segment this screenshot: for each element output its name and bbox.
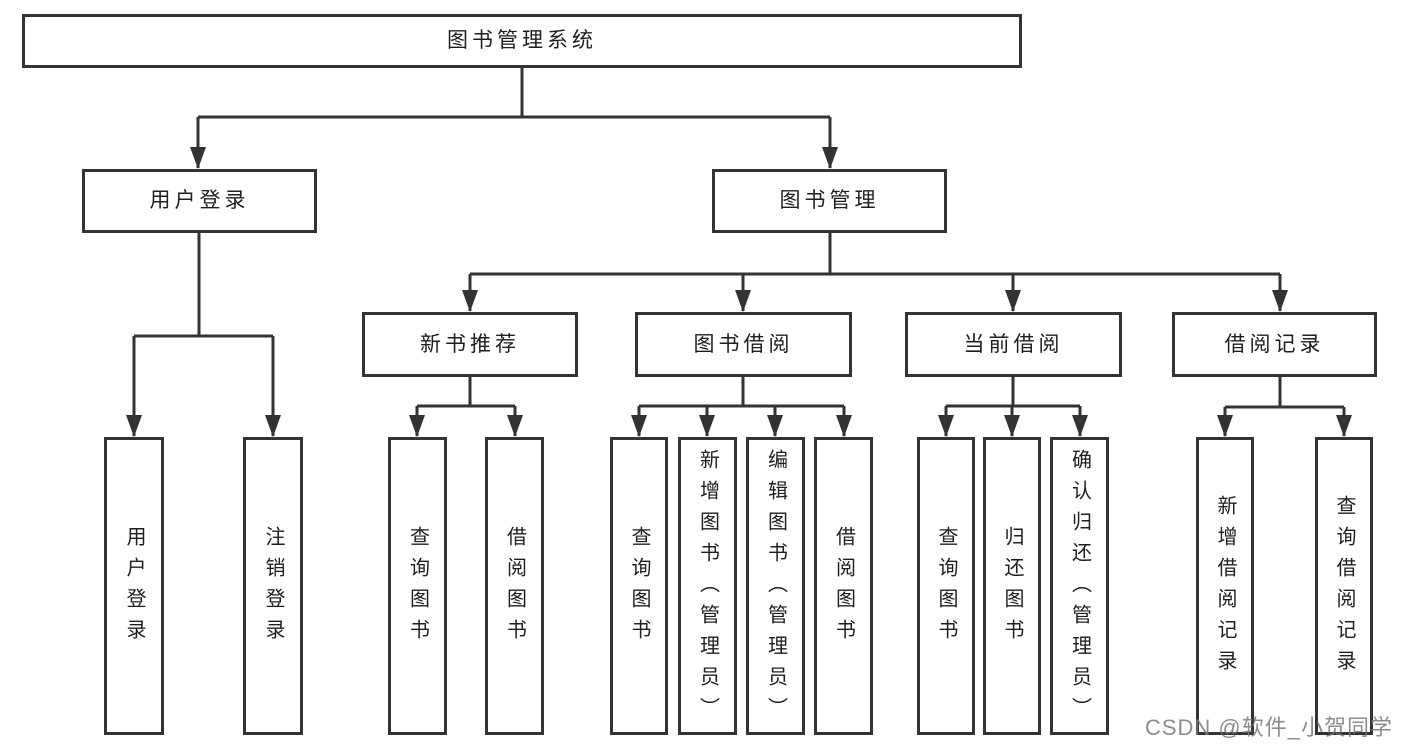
leaf-query-books-recommend: 查询图书 — [388, 437, 447, 735]
leaf-borrow-books-recommend: 借阅图书 — [485, 437, 544, 735]
node-user-login-branch: 用户登录 — [82, 169, 317, 233]
leaf-return-books: 归还图书 — [983, 437, 1041, 735]
leaf-query-books-borrow: 查询图书 — [610, 437, 668, 735]
leaf-edit-books-admin: 编辑图书（管理员） — [746, 437, 805, 735]
leaf-confirm-return-admin: 确认归还（管理员） — [1050, 437, 1109, 735]
node-book-borrow: 图书借阅 — [635, 312, 852, 377]
leaf-add-books-admin: 新增图书（管理员） — [678, 437, 737, 735]
leaf-add-borrow-record: 新增借阅记录 — [1196, 437, 1254, 735]
leaf-query-books-current: 查询图书 — [917, 437, 975, 735]
leaf-user-login: 用户登录 — [104, 437, 164, 735]
node-current-borrow: 当前借阅 — [905, 312, 1122, 377]
leaf-logout: 注销登录 — [243, 437, 303, 735]
node-root-system: 图书管理系统 — [22, 14, 1022, 68]
node-book-management-branch: 图书管理 — [712, 169, 947, 233]
watermark: CSDN @软件_小贺同学 — [1144, 715, 1393, 740]
node-new-book-recommend: 新书推荐 — [362, 312, 578, 377]
leaf-borrow-books: 借阅图书 — [814, 437, 873, 735]
node-borrow-records: 借阅记录 — [1172, 312, 1377, 377]
leaf-query-borrow-record: 查询借阅记录 — [1315, 437, 1373, 735]
